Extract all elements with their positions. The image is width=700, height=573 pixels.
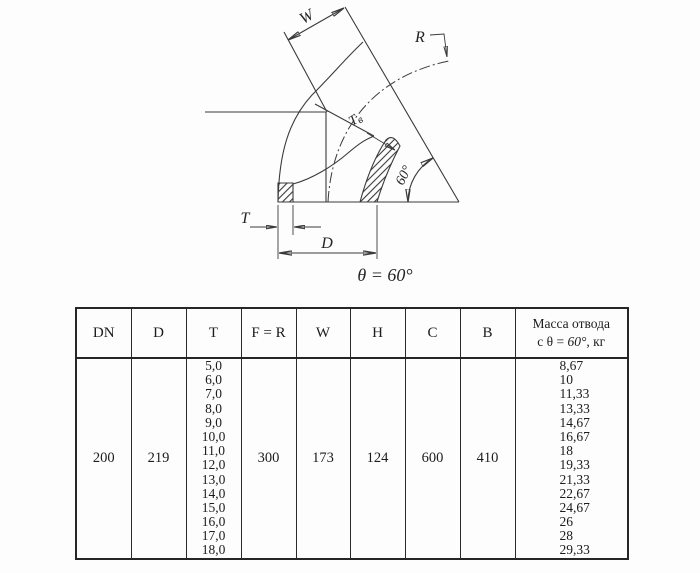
cell-h: 124 [349,357,406,560]
elbow-technical-drawing: W R 60° Тв T D θ = 60° [205,6,460,285]
header-row: DN D T F = R W H C B Масса отвода с θ = … [75,307,629,359]
left-wall-section [277,182,294,203]
cell-mass-list: 8,67 10 11,33 13,33 14,67 16,67 18 19,33… [514,357,629,560]
inner-edge-line [314,103,375,137]
bore-curve [292,135,375,185]
col-header-mass: Масса отвода с θ = 60°, кг [514,307,629,359]
centerline-radius-arc [327,60,450,203]
col-header-w: W [295,307,351,359]
col-header-c: C [404,307,461,359]
dim-w-line [288,8,344,40]
top-face-line [283,31,328,113]
angle-slant-line [344,6,460,203]
cell-c: 600 [404,357,461,560]
r-leader [429,33,447,57]
dimensions-table: DN D T F = R W H C B Масса отвода с θ = … [75,307,629,560]
outer-arc [277,41,364,203]
label-t: T [241,210,251,227]
tv-leader [366,132,395,150]
col-header-b: B [459,307,516,359]
cell-t-list: 5,0 6,0 7,0 8,0 9,0 10,0 11,0 12,0 13,0 … [185,357,242,560]
drawing-caption: θ = 60° [357,265,412,285]
col-header-fr: F = R [240,307,297,359]
angle-arc [408,158,433,202]
col-header-dn: DN [75,307,132,359]
cell-d: 219 [130,357,187,560]
cell-fr: 300 [240,357,297,560]
label-d: D [320,235,333,252]
data-row: 200 219 5,0 6,0 7,0 8,0 9,0 10,0 11,0 12… [75,357,629,560]
cell-dn: 200 [75,357,132,560]
label-angle-60: 60° [393,163,415,188]
col-header-t: T [185,307,242,359]
label-r: R [414,29,425,46]
inner-wall-section [359,137,401,203]
col-header-d: D [130,307,187,359]
cell-w: 173 [295,357,351,560]
col-header-h: H [349,307,406,359]
cell-b: 410 [459,357,516,560]
